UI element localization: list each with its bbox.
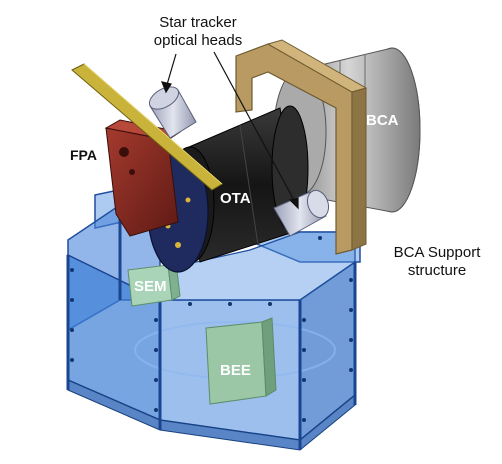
star-tracker-leaders [161, 51, 299, 210]
star-tracker-label-line2: optical heads [153, 32, 243, 49]
star-tracker-label: Star tracker optical heads [148, 14, 248, 50]
bca-support-label-line2: structure [407, 262, 467, 279]
fpa-label: FPA [70, 147, 97, 163]
bca-support-label: BCA Support structure [382, 244, 492, 280]
bca-support-label-line1: BCA Support [393, 244, 481, 261]
star-tracker-head-lower [273, 189, 330, 237]
radiator-plate [71, 63, 223, 191]
ota-label: OTA [220, 190, 251, 207]
support-bolts [70, 236, 353, 422]
bee-label: BEE [220, 362, 251, 379]
sem-label: SEM [134, 278, 167, 295]
star-tracker-head-upper [148, 86, 197, 139]
bca-bracket [235, 39, 368, 255]
bee-unit [205, 317, 277, 405]
bca-label: BCA [366, 112, 399, 129]
star-tracker-label-line1: Star tracker [159, 14, 237, 31]
